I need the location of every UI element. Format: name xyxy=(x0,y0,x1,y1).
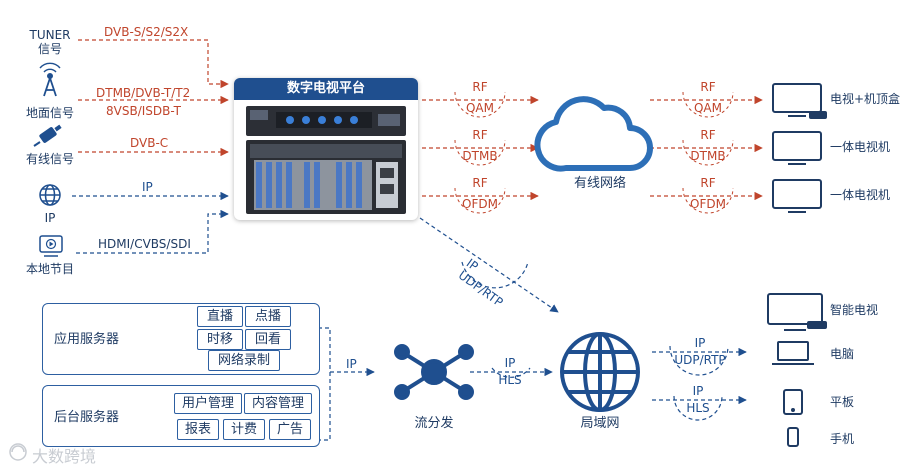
stream-dist-label: 流分发 xyxy=(414,416,454,431)
playback-button[interactable]: 回看 xyxy=(245,329,291,350)
lan-globe-icon xyxy=(560,332,640,412)
rf-right-bottom-2: DTMB xyxy=(690,149,726,163)
lan-link-1-line1: IP xyxy=(694,336,706,350)
watermark-text: 大数跨境 xyxy=(32,447,97,466)
device-label-tablet: 平板 xyxy=(830,395,855,409)
ip-input-label: IP xyxy=(44,211,56,225)
network-recording-button[interactable]: 网络录制 xyxy=(208,350,280,371)
tuner-label: TUNER 信号 xyxy=(29,28,71,56)
tv-output-label-3: 一体电视机 xyxy=(830,188,891,202)
terrestrial-signal-1: DTMB/DVB-T/T2 xyxy=(96,86,191,100)
hls-mid-line1: IP xyxy=(504,356,516,370)
user-management-button[interactable]: 用户管理 xyxy=(174,393,242,414)
cloud-icon xyxy=(534,96,653,172)
cable-network-label: 有线网络 xyxy=(573,176,626,191)
platform-title: 数字电视平台 xyxy=(234,78,418,100)
hls-mid-line2: HLS xyxy=(498,373,522,387)
tuner-signal-label: DVB-S/S2/S2X xyxy=(104,25,189,39)
backend-server-label: 后台服务器 xyxy=(54,410,120,425)
media-player-icon xyxy=(39,235,63,257)
cable-plug-icon xyxy=(33,124,62,147)
lan-label: 局域网 xyxy=(580,416,620,431)
tv-output-label-1: 电视+机顶盒 xyxy=(830,92,901,106)
device-label-phone: 手机 xyxy=(830,432,855,446)
lan-link-2-line2: HLS xyxy=(686,401,710,415)
rf-right-bottom-1: QAM xyxy=(693,101,722,115)
app-server-label: 应用服务器 xyxy=(54,332,120,347)
cable-signal-label: DVB-C xyxy=(130,136,169,150)
smart-tv-icon xyxy=(767,293,827,331)
billing-button[interactable]: 计费 xyxy=(223,419,265,440)
lan-link-2-line1: IP xyxy=(692,384,704,398)
timeshift-button[interactable]: 时移 xyxy=(197,329,243,350)
rf-right-top-1: RF xyxy=(700,80,716,94)
lower-lines xyxy=(318,327,747,441)
lan-link-1-line2: UDP/RTP xyxy=(674,353,726,367)
rf-left-bottom-2: DTMB xyxy=(462,149,498,163)
ip-diagonal-line xyxy=(419,217,559,313)
rf-right-top-3: RF xyxy=(700,176,716,190)
rf-right-top-2: RF xyxy=(700,128,716,142)
server-ip-label: IP xyxy=(346,357,357,371)
rf-label-arcs xyxy=(454,91,734,214)
rf-left-bottom-1: QAM xyxy=(465,101,494,115)
tablet-icon xyxy=(783,389,803,415)
device-label-smart-tv: 智能电视 xyxy=(830,303,879,317)
laptop-icon xyxy=(772,341,814,365)
ads-button[interactable]: 广告 xyxy=(269,419,311,440)
watermark-logo xyxy=(9,443,27,461)
antenna-icon xyxy=(39,62,61,97)
input-lines-rf xyxy=(78,39,229,157)
rf-output-lines xyxy=(422,95,763,201)
live-button[interactable]: 直播 xyxy=(197,306,243,327)
rf-right-bottom-3: OFDM xyxy=(690,197,726,211)
cable-label: 有线信号 xyxy=(25,152,74,166)
vod-button[interactable]: 点播 xyxy=(245,306,291,327)
tv-output-label-2: 一体电视机 xyxy=(830,140,891,154)
phone-icon xyxy=(787,427,799,447)
rf-left-top-1: RF xyxy=(472,80,488,94)
rf-left-bottom-3: OFDM xyxy=(462,197,498,211)
tv-output-icons xyxy=(772,83,827,213)
rf-left-top-2: RF xyxy=(472,128,488,142)
globe-icon xyxy=(39,184,61,206)
stream-hub-icon xyxy=(394,344,474,400)
input-lines-ip xyxy=(72,191,229,254)
device-label-pc: 电脑 xyxy=(830,347,855,361)
content-management-button[interactable]: 内容管理 xyxy=(244,393,312,414)
terrestrial-signal-2: 8VSB/ISDB-T xyxy=(106,104,181,118)
rf-left-top-3: RF xyxy=(472,176,488,190)
reports-button[interactable]: 报表 xyxy=(177,419,219,440)
local-signal-label: HDMI/CVBS/SDI xyxy=(98,237,191,251)
terrestrial-label: 地面信号 xyxy=(25,106,74,120)
ip-signal-label: IP xyxy=(142,180,153,194)
local-program-label: 本地节目 xyxy=(25,262,74,276)
